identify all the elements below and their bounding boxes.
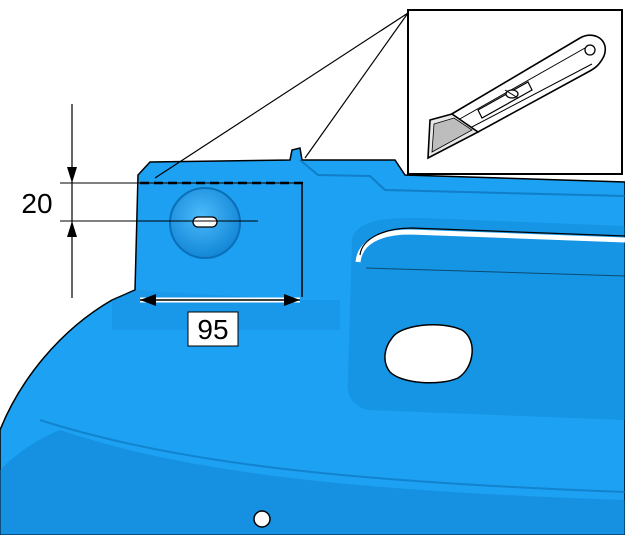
dimension-horizontal-label: 95 [197, 314, 228, 345]
clip-slot [192, 216, 218, 228]
vertical-dimension: 20 [16, 104, 300, 298]
inset-leader-lines [154, 12, 409, 179]
utility-knife-icon [427, 34, 607, 160]
oval-hole [384, 323, 473, 384]
trim-panel [0, 147, 625, 535]
raised-boss [347, 218, 625, 420]
inset-box [407, 9, 623, 175]
arrow-up-icon [67, 221, 77, 237]
clip-recess [169, 187, 241, 259]
arrow-right-icon [284, 294, 300, 306]
dimension-vertical-label: 20 [21, 188, 52, 219]
arrow-left-icon [140, 294, 156, 306]
round-hole [253, 510, 271, 528]
horizontal-dimension: 95 [140, 294, 300, 347]
arrow-down-icon [67, 167, 77, 183]
